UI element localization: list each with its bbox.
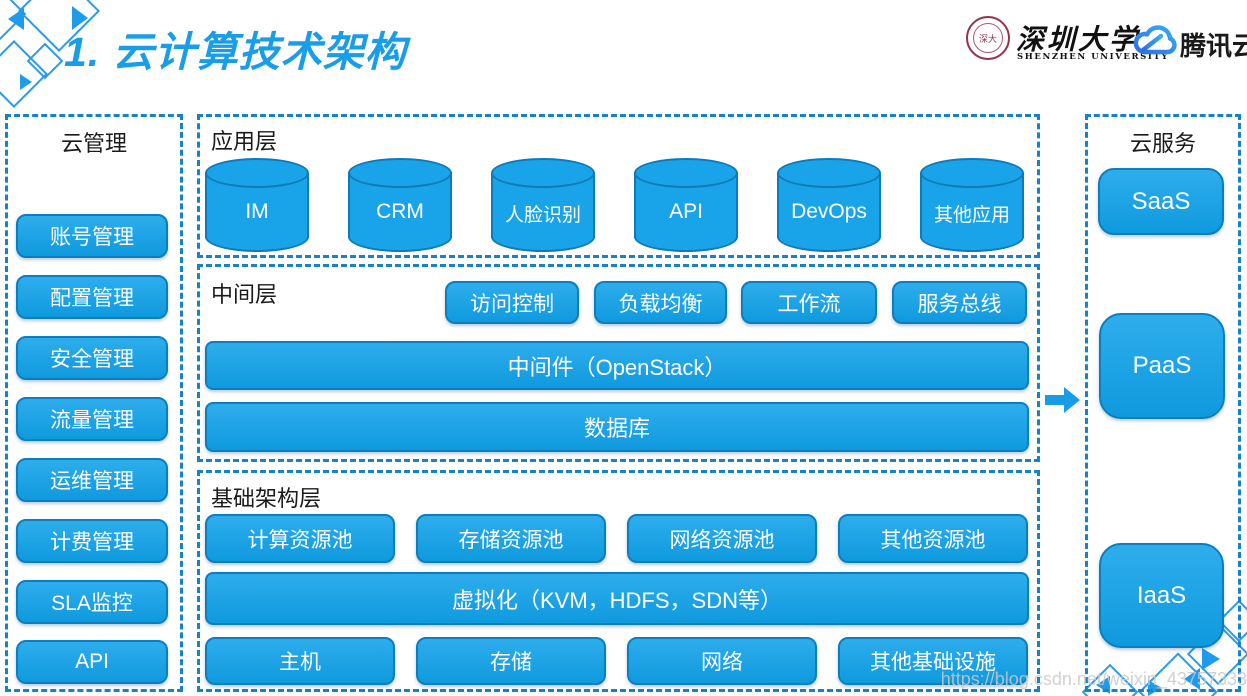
tencent-cloud-label: 腾讯云 [1180, 31, 1247, 61]
app-cylinder-face-recognition: 人脸识别 [491, 158, 595, 252]
cylinder-label: DevOps [791, 200, 867, 223]
app-cylinder-other-apps: 其他应用 [920, 158, 1024, 252]
seal-inner-text: 深大 [973, 23, 1003, 53]
cylinder-label: CRM [376, 200, 424, 223]
app-cylinder-api: API [634, 158, 738, 252]
cylinder-top [634, 158, 738, 188]
cloud-mgmt-item: 配置管理 [16, 275, 168, 319]
cylinder-top [920, 158, 1024, 188]
middle-service: 负载均衡 [594, 281, 727, 324]
cloud-management-header: 云管理 [60, 131, 127, 156]
hardware-item: 网络 [627, 637, 817, 685]
shenzhen-university-seal-icon: 深大 [966, 16, 1010, 60]
page-title: 1. 云计算技术架构 [64, 29, 407, 75]
cylinder-top [491, 158, 595, 188]
cloud-mgmt-item: API [16, 640, 168, 684]
cylinder-top [777, 158, 881, 188]
middle-service: 工作流 [741, 281, 877, 324]
shenzhen-university-subtitle: SHENZHEN UNIVERSITY [1017, 52, 1170, 62]
resource-pool: 存储资源池 [416, 514, 606, 563]
resource-pool: 其他资源池 [838, 514, 1028, 563]
app-cylinder-devops: DevOps [777, 158, 881, 252]
cloud-services-header: 云服务 [1129, 131, 1196, 156]
hardware-item: 其他基础设施 [838, 637, 1028, 685]
cloud-mgmt-item: 安全管理 [16, 336, 168, 380]
middle-service: 服务总线 [892, 281, 1027, 324]
service-iaas: IaaS [1099, 543, 1224, 648]
middle-layer-panel [197, 264, 1040, 462]
database-bar: 数据库 [205, 402, 1029, 452]
resource-pool: 网络资源池 [627, 514, 817, 563]
cloud-mgmt-item: SLA监控 [16, 580, 168, 624]
cylinder-label: 其他应用 [933, 205, 1010, 226]
cylinder-label: API [669, 200, 703, 223]
cylinder-label: IM [245, 200, 269, 223]
virtualization-bar: 虚拟化（KVM，HDFS，SDN等） [205, 572, 1029, 625]
watermark: https://blog.csdn.net/weixin_43757333 [940, 669, 1247, 689]
cloud-mgmt-item: 运维管理 [16, 458, 168, 502]
infrastructure-layer-header: 基础架构层 [211, 486, 322, 511]
middle-layer-header: 中间层 [211, 282, 278, 307]
shenzhen-university-name: 深圳大学 [1016, 23, 1141, 56]
cloud-mgmt-item: 计费管理 [16, 519, 168, 563]
cloud-mgmt-item: 流量管理 [16, 397, 168, 441]
cloud-mgmt-item: 账号管理 [16, 214, 168, 258]
application-layer-header: 应用层 [211, 129, 278, 154]
hardware-item: 主机 [205, 637, 395, 685]
cloud-services-panel [1085, 114, 1241, 692]
middle-service: 访问控制 [445, 281, 579, 324]
app-cylinder-im: IM [205, 158, 309, 252]
tencent-cloud-icon [1131, 24, 1177, 63]
app-cylinder-crm: CRM [348, 158, 452, 252]
cylinder-label: 人脸识别 [504, 205, 581, 226]
service-paas: PaaS [1099, 313, 1225, 419]
cloud-management-panel [5, 114, 183, 692]
infrastructure-layer-panel [197, 470, 1040, 692]
arrow-right-icon [1045, 386, 1081, 419]
hardware-item: 存储 [416, 637, 606, 685]
service-saas: SaaS [1098, 168, 1224, 235]
middleware-bar: 中间件（OpenStack） [205, 341, 1029, 390]
cylinder-top [348, 158, 452, 188]
application-layer-panel [197, 114, 1040, 258]
resource-pool: 计算资源池 [205, 514, 395, 563]
cylinder-top [205, 158, 309, 188]
